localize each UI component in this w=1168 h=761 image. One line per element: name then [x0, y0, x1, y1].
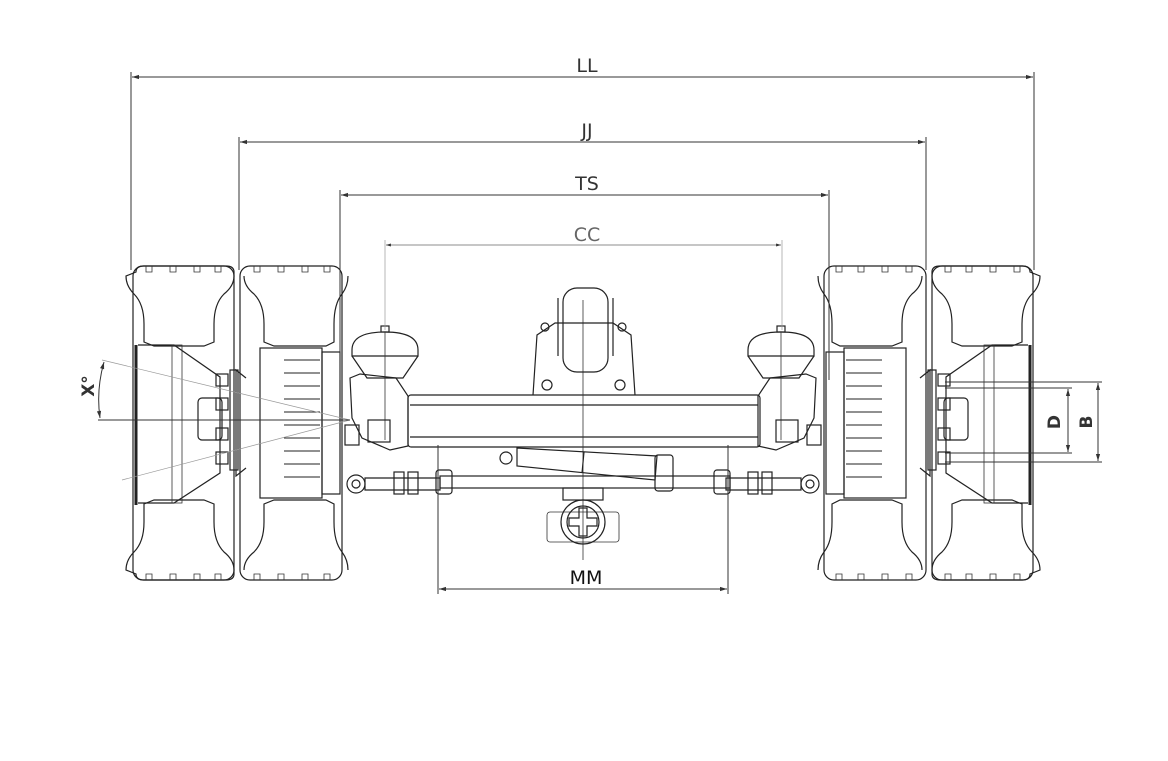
left-wheel-assembly — [124, 264, 454, 582]
dimension-angle: X° — [79, 359, 351, 481]
dimension-jj-label: JJ — [580, 120, 592, 142]
dimension-ts: TS — [339, 173, 830, 380]
dimension-d: D — [945, 387, 1072, 454]
dimension-ll-label: LL — [576, 55, 598, 77]
dimension-angle-label: X° — [79, 375, 99, 397]
dimension-jj: JJ — [238, 120, 927, 270]
dimension-b-label: B — [1077, 416, 1097, 429]
dimension-cc-label: CC — [574, 224, 601, 246]
shock-absorber — [499, 447, 674, 492]
dimension-mm: MM — [437, 445, 729, 594]
tie-rod — [439, 475, 731, 489]
right-wheel-assembly — [712, 264, 1042, 582]
dimension-cc: CC — [384, 224, 783, 330]
axle-beam — [407, 300, 761, 560]
dimension-d-label: D — [1045, 415, 1065, 429]
dimension-ts-label: TS — [574, 173, 599, 195]
dimension-ll: LL — [130, 55, 1035, 270]
height-valve — [546, 487, 620, 545]
dimension-b: B — [945, 381, 1102, 463]
air-spring — [532, 287, 636, 396]
dimension-mm-label: MM — [570, 567, 603, 589]
